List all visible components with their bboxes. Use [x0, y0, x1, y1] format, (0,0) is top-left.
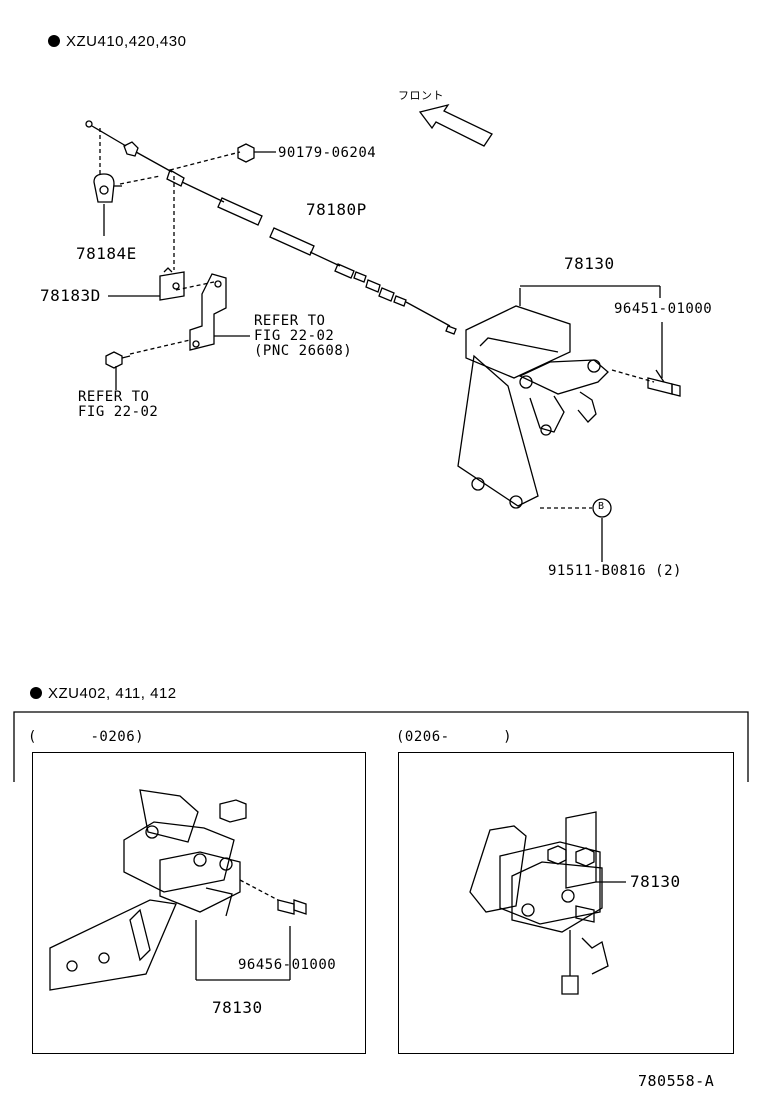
- part-78130-top: 78130: [564, 254, 615, 273]
- cable-bracket: [189, 273, 250, 351]
- nut-90179: [237, 143, 276, 163]
- refer-note-2-line2: FIG 22-02: [78, 404, 159, 420]
- part-96456-01000: 96456-01000: [238, 957, 337, 973]
- part-78184e: 78184E: [76, 244, 137, 263]
- section2-title: XZU402, 411, 412: [48, 685, 177, 702]
- part-78183d: 78183D: [40, 286, 101, 305]
- part-78180p: 78180P: [306, 200, 367, 219]
- part-91511-b0816: 91511-B0816 (2): [548, 563, 682, 579]
- right-date-range: (0206- ): [396, 729, 513, 745]
- part-78130-left: 78130: [212, 998, 263, 1017]
- left-date-range: ( -0206): [28, 729, 145, 745]
- right-variant-frame: [398, 752, 734, 1054]
- left-variant-frame: [32, 752, 366, 1054]
- section2-outline: [13, 711, 749, 782]
- part-78130-right: 78130: [630, 872, 681, 891]
- section2-bullet: [30, 687, 42, 699]
- lever-assembly-right: [469, 811, 626, 995]
- bolt-96451: [647, 322, 681, 397]
- front-label: フロント: [398, 89, 444, 102]
- refer-note-1-line2: FIG 22-02: [254, 328, 335, 344]
- front-arrow-icon: [418, 103, 493, 147]
- part-96451-01000: 96451-01000: [614, 301, 713, 317]
- bolt-96456: [239, 879, 307, 915]
- bolt: [105, 351, 131, 390]
- lever-assembly-left: [49, 789, 291, 991]
- dashed-leaders: [99, 128, 655, 509]
- callout-b: [592, 498, 612, 562]
- refer-note-1-line1: REFER TO: [254, 313, 326, 329]
- clamp-78184e: [93, 173, 122, 236]
- figure-id: 780558-A: [638, 1072, 715, 1090]
- clamp-78183d: [108, 267, 185, 301]
- lever-assembly-78130: [457, 285, 661, 509]
- refer-note-1-line3: (PNC 26608): [254, 343, 353, 359]
- refer-note-2-line1: REFER TO: [78, 389, 150, 405]
- section1-bullet: [48, 35, 60, 47]
- section1-title: XZU410,420,430: [66, 33, 187, 50]
- callout-b-label: B: [598, 501, 605, 512]
- cable-assembly-78180p: [85, 120, 457, 335]
- part-90179-06204: 90179-06204: [278, 145, 377, 161]
